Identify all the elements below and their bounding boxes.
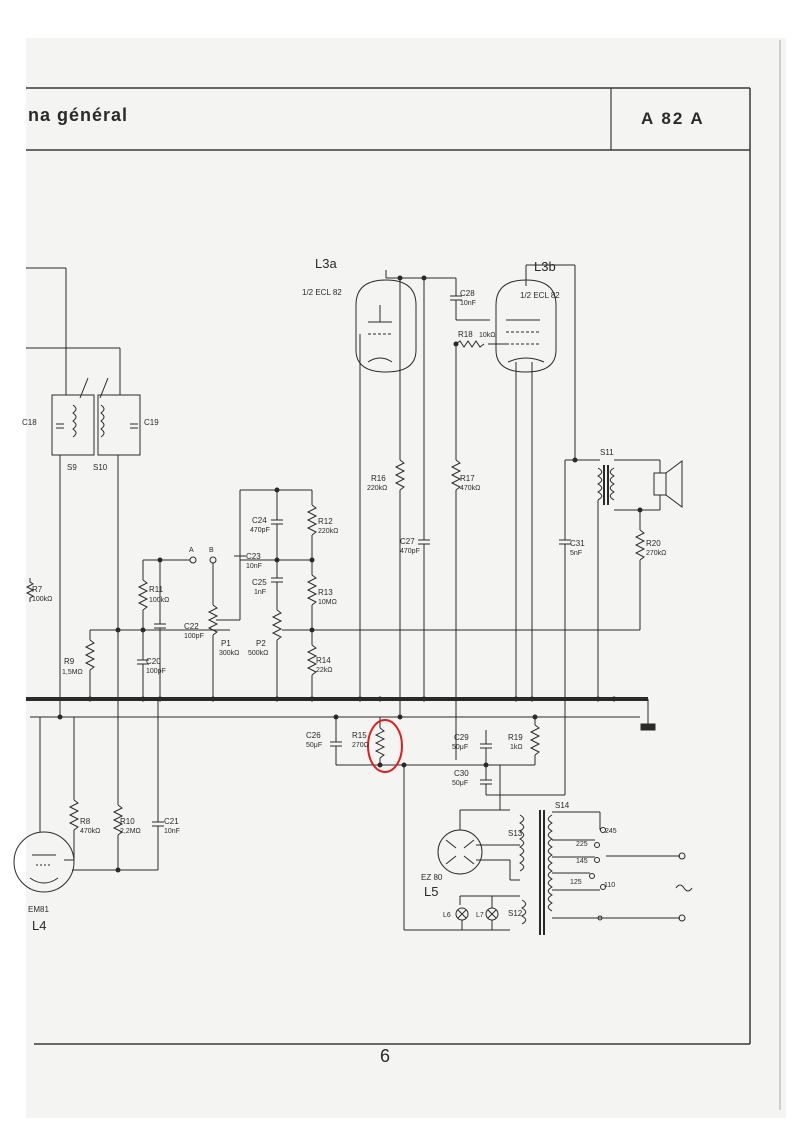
sheet-title: na général xyxy=(28,105,128,125)
value-r18: 10kΩ xyxy=(479,332,496,339)
label-p1: P1 xyxy=(221,639,231,648)
tap-245: 245 xyxy=(605,828,617,835)
label-r7: R7 xyxy=(32,585,43,594)
value-r17: 470kΩ xyxy=(460,485,480,492)
tube-l4-type: EM81 xyxy=(28,905,49,914)
label-s14: S14 xyxy=(555,801,570,810)
label-r10: R10 xyxy=(120,817,135,826)
value-r19: 1kΩ xyxy=(510,744,523,751)
label-s11: S11 xyxy=(600,448,614,457)
value-r16: 220kΩ xyxy=(367,485,387,492)
value-r13: 10MΩ xyxy=(318,599,337,606)
label-s10: S10 xyxy=(93,463,108,472)
label-r20: R20 xyxy=(646,539,661,548)
tube-l5-label: L5 xyxy=(424,884,438,899)
label-r17: R17 xyxy=(460,474,475,483)
terminal-a: A xyxy=(189,547,194,554)
tube-l4-label: L4 xyxy=(32,918,46,933)
label-r15: R15 xyxy=(352,731,367,740)
label-c28: C28 xyxy=(460,289,475,298)
label-r18: R18 xyxy=(458,330,473,339)
label-c26: C26 xyxy=(306,731,321,740)
label-s13: S13 xyxy=(508,829,523,838)
highlight-marker xyxy=(367,719,403,773)
value-p1: 300kΩ xyxy=(219,650,239,657)
value-r15: 270Ω xyxy=(352,742,369,749)
label-c27: C27 xyxy=(400,537,415,546)
tap-125: 125 xyxy=(570,879,582,886)
label-c22: C22 xyxy=(184,622,199,631)
label-r11: R11 xyxy=(149,585,164,594)
label-s9: S9 xyxy=(67,463,77,472)
label-c18: C18 xyxy=(22,418,37,427)
value-c25: 1nF xyxy=(254,589,266,596)
model-number: A 82 A xyxy=(641,109,705,128)
label-c29: C29 xyxy=(454,733,469,742)
value-c31: 5nF xyxy=(570,550,582,557)
drawing-frame xyxy=(26,87,751,1045)
value-c27: 470pF xyxy=(400,548,420,555)
value-r9: 1,5MΩ xyxy=(62,669,83,676)
label-c20: C20 xyxy=(146,657,161,666)
tube-l3a-type: 1/2 ECL 82 xyxy=(302,288,342,297)
label-r13: R13 xyxy=(318,588,333,597)
label-r14: R14 xyxy=(316,656,331,665)
label-l7: L7 xyxy=(476,912,484,919)
label-r12: R12 xyxy=(318,517,333,526)
label-p2: P2 xyxy=(256,639,266,648)
label-r9: R9 xyxy=(64,657,75,666)
tap-110: 110 xyxy=(604,882,615,889)
tube-l3a-label: L3a xyxy=(315,256,337,271)
value-r7: 100kΩ xyxy=(32,596,52,603)
value-r8: 470kΩ xyxy=(80,828,100,835)
tube-l3b-type: 1/2 ECL 82 xyxy=(520,291,560,300)
value-c22: 100pF xyxy=(184,633,204,640)
value-c28: 10nF xyxy=(460,300,476,307)
component-labels: C18 C19 S9 S10 R7 100kΩ R9 1,5MΩ R8 470k… xyxy=(22,289,666,919)
value-p2: 500kΩ xyxy=(248,650,268,657)
label-c21: C21 xyxy=(164,817,179,826)
tube-l5-type: EZ 80 xyxy=(421,873,443,882)
value-c21: 10nF xyxy=(164,828,180,835)
label-c19: C19 xyxy=(144,418,159,427)
value-r10: 2,2MΩ xyxy=(120,828,141,835)
page-number: 6 xyxy=(380,1046,390,1066)
tap-225: 225 xyxy=(576,841,588,848)
circuit-wiring xyxy=(13,264,693,935)
label-c23: C23 xyxy=(246,552,261,561)
label-r19: R19 xyxy=(508,733,523,742)
value-c20: 100pF xyxy=(146,668,166,675)
value-r14: 22kΩ xyxy=(316,667,333,674)
label-c25: C25 xyxy=(252,578,267,587)
paper xyxy=(26,38,786,1118)
value-c29: 50μF xyxy=(452,744,468,751)
value-r12: 220kΩ xyxy=(318,528,338,535)
value-r20: 270kΩ xyxy=(646,550,666,557)
value-r11: 100kΩ xyxy=(149,597,169,604)
label-c24: C24 xyxy=(252,516,267,525)
label-c31: C31 xyxy=(570,539,585,548)
tube-l3b-label: L3b xyxy=(534,259,556,274)
value-c23: 10nF xyxy=(246,563,262,570)
label-c30: C30 xyxy=(454,769,469,778)
tap-145: 145 xyxy=(576,858,588,865)
value-c26: 50μF xyxy=(306,742,322,749)
terminal-b: B xyxy=(209,547,214,554)
value-c30: 50μF xyxy=(452,780,468,787)
label-r8: R8 xyxy=(80,817,91,826)
value-c24: 470pF xyxy=(250,527,270,534)
label-s12: S12 xyxy=(508,909,523,918)
label-l6: L6 xyxy=(443,912,451,919)
label-r16: R16 xyxy=(371,474,386,483)
